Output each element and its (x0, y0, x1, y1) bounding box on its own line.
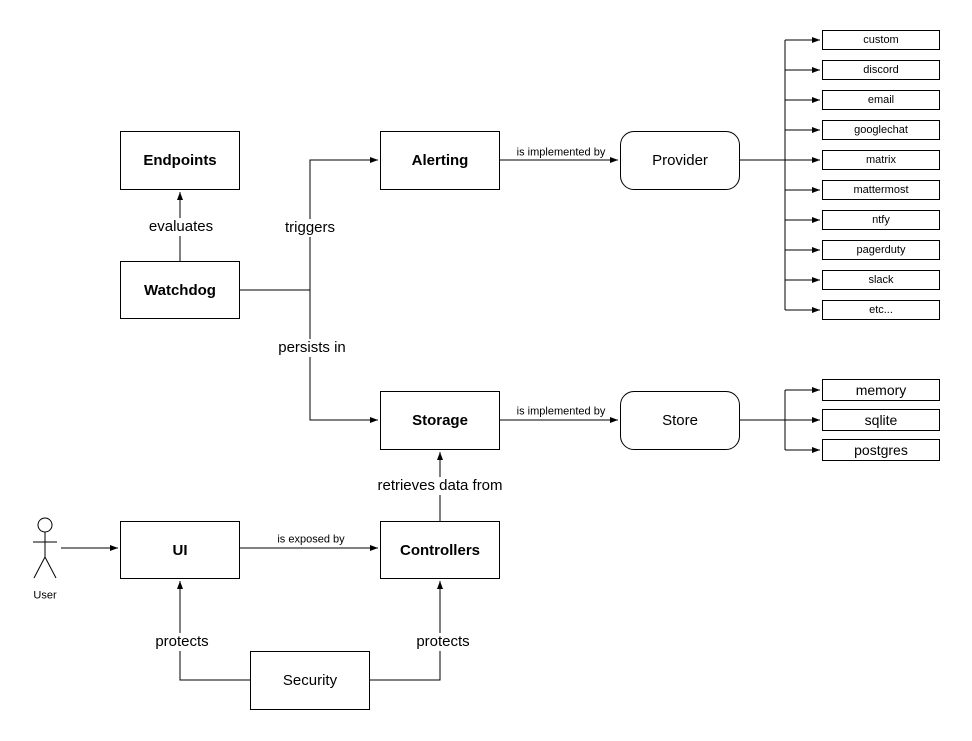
node-alerting: Alerting (380, 131, 500, 190)
provider-item-mattermost: mattermost (822, 180, 940, 200)
store-item-sqlite: sqlite (822, 409, 940, 431)
store-item-postgres: postgres (822, 439, 940, 461)
provider-item-email: email (822, 90, 940, 110)
edge-watchdog-storage (309, 290, 378, 423)
edge-store-trunk (740, 390, 786, 450)
node-endpoints: Endpoints (120, 131, 240, 190)
edge-label-evaluates: evaluates (145, 218, 217, 236)
provider-item-etc: etc... (822, 300, 940, 320)
provider-item-matrix: matrix (822, 150, 940, 170)
edge-security-ui (177, 581, 250, 681)
provider-item-custom: custom (822, 30, 940, 50)
provider-item-discord: discord (822, 60, 940, 80)
node-watchdog: Watchdog (120, 261, 240, 319)
edge-security-controllers (370, 581, 443, 681)
node-storage: Storage (380, 391, 500, 450)
edge-label-protects-ui: protects (152, 633, 212, 651)
provider-item-slack: slack (822, 270, 940, 290)
provider-item-ntfy: ntfy (822, 210, 940, 230)
edge-label-protects-controllers: protects (413, 633, 473, 651)
store-item-memory: memory (822, 379, 940, 401)
edge-label-retrieves-data-from: retrieves data from (374, 477, 506, 495)
node-ui: UI (120, 521, 240, 579)
edge-label-storage-implemented-by: is implemented by (513, 405, 609, 419)
node-controllers: Controllers (380, 521, 500, 579)
edge-label-persists-in: persists in (275, 339, 349, 357)
edge-label-alerting-implemented-by: is implemented by (513, 146, 609, 160)
edge-label-is-exposed-by: is exposed by (274, 533, 348, 547)
edge-label-triggers: triggers (281, 219, 339, 237)
node-provider: Provider (620, 131, 740, 190)
edge-provider-trunk (740, 40, 786, 310)
provider-item-pagerduty: pagerduty (822, 240, 940, 260)
user-actor-icon (33, 517, 57, 579)
user-actor-label: User (30, 589, 60, 603)
node-security: Security (250, 651, 370, 710)
edge-watchdog-alerting (309, 157, 378, 290)
node-store: Store (620, 391, 740, 450)
provider-item-googlechat: googlechat (822, 120, 940, 140)
